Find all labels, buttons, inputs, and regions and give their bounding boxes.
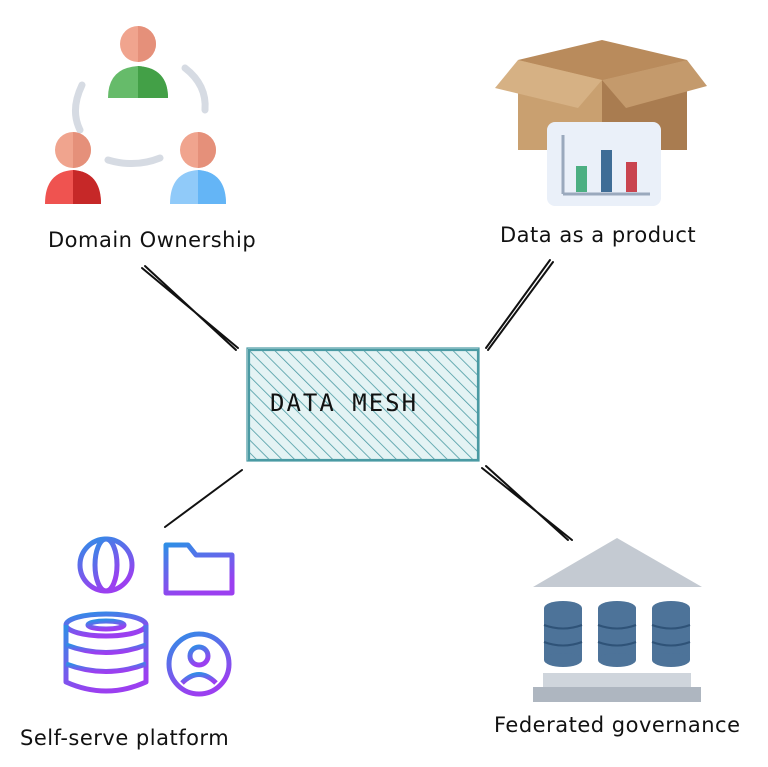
self-serve-platform-label: Self-serve platform: [20, 726, 230, 750]
network-database-user-icon: [63, 536, 235, 697]
connector-product: [485, 259, 554, 351]
bank-databases-icon: [533, 538, 702, 702]
connector-self-serve: [164, 469, 243, 528]
box-chart-icon: [495, 40, 707, 206]
data-as-product-label: Data as a product: [500, 223, 697, 247]
connector-lines: [141, 259, 573, 541]
domain-ownership-label: Domain Ownership: [48, 228, 257, 252]
connector-federated: [481, 465, 573, 541]
connector-domain: [141, 265, 239, 351]
center-box: [246, 347, 480, 462]
people-team-icon: [45, 26, 226, 204]
center-label: DATA MESH: [270, 389, 419, 417]
federated-governance-label: Federated governance: [494, 713, 741, 737]
